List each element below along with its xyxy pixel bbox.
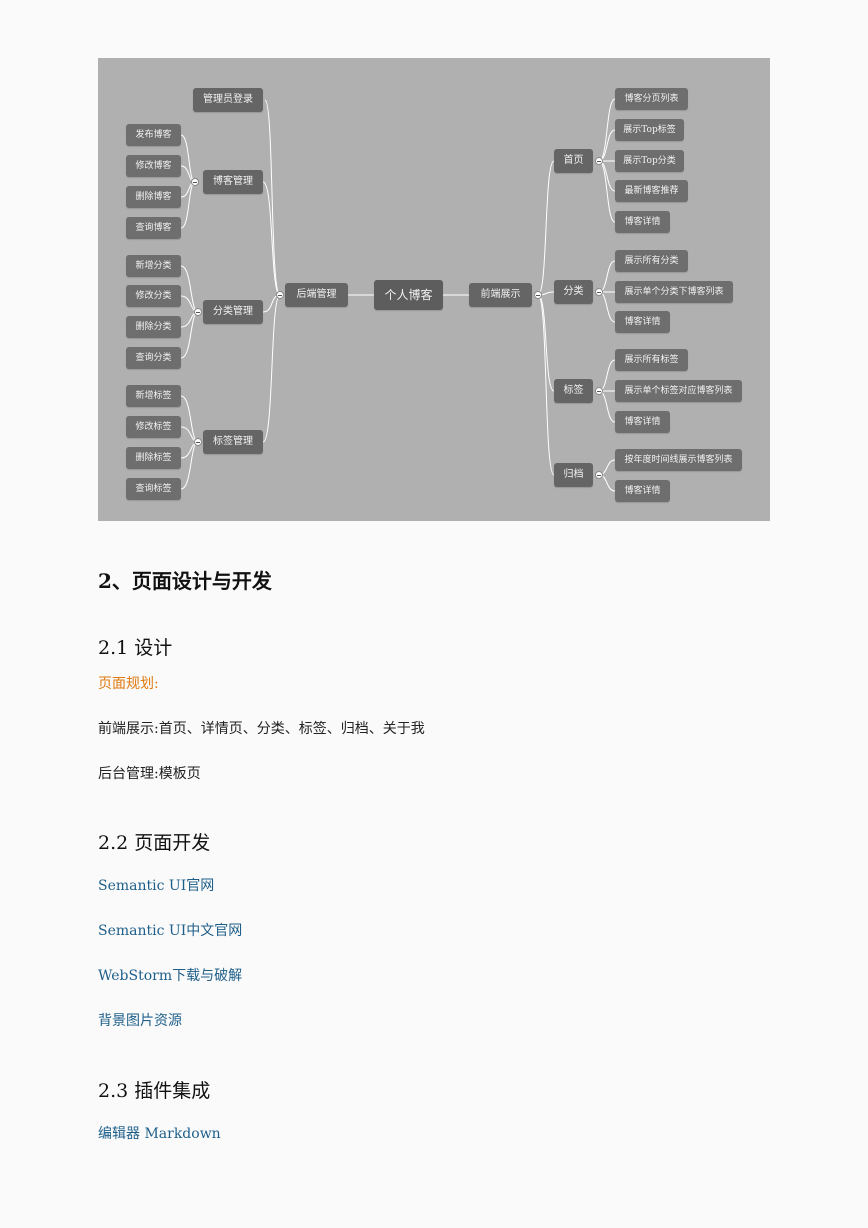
link-webstorm[interactable]: WebStorm下载与破解 [98,968,243,984]
subsection-heading-dev: 2.2 页面开发 [98,832,211,854]
mindmap-leaf-node: 展示Top分类 [615,150,684,172]
mindmap-leaf-node: 新增分类 [126,255,181,277]
mindmap-leaf-node: 博客详情 [615,211,670,233]
collapse-icon [194,308,202,316]
collapse-icon [595,387,603,395]
mindmap-leaf-node: 修改标签 [126,416,181,438]
mindmap-leaf-node: 查询标签 [126,478,181,500]
collapse-icon [595,471,603,479]
mindmap-leaf-node: 最新博客推荐 [615,180,688,202]
mindmap-leaf-node: 博客详情 [615,411,670,433]
mindmap-type-manage-node: 分类管理 [203,300,263,324]
collapse-icon [595,157,603,165]
mindmap-leaf-node: 展示单个标签对应博客列表 [615,380,742,402]
mindmap-leaf-node: 博客分页列表 [615,88,688,110]
link-semantic-ui-cn[interactable]: Semantic UI中文官网 [98,923,243,939]
mindmap-leaf-node: 展示所有标签 [615,349,688,371]
collapse-icon [276,291,284,299]
mindmap-frontend-node: 前端展示 [469,283,532,307]
mindmap-leaf-node: 展示所有分类 [615,250,688,272]
mindmap-types-node: 分类 [554,280,593,304]
subsection-heading-design: 2.1 设计 [98,637,173,659]
backend-pages-line: 后台管理:模板页 [98,766,201,782]
mindmap-tag-manage-node: 标签管理 [203,430,263,454]
mindmap-root-node: 个人博客 [374,280,443,310]
mind-map-diagram: 个人博客 后端管理 管理员登录 博客管理 发布博客 修改博客 删除博客 查询博客… [98,58,770,521]
mindmap-leaf-node: 删除博客 [126,186,181,208]
collapse-icon [194,438,202,446]
mindmap-leaf-node: 展示单个分类下博客列表 [615,281,733,303]
mindmap-leaf-node: 修改博客 [126,155,181,177]
mindmap-leaf-node: 展示Top标签 [615,119,684,141]
mindmap-archive-node: 归档 [554,463,593,487]
collapse-icon [534,291,542,299]
collapse-icon [595,288,603,296]
section-heading: 2、页面设计与开发 [98,569,272,593]
mindmap-leaf-node: 按年度时间线展示博客列表 [615,449,742,471]
mindmap-home-node: 首页 [554,149,593,173]
link-markdown-editor[interactable]: 编辑器 Markdown [98,1126,221,1142]
link-semantic-ui[interactable]: Semantic UI官网 [98,878,215,894]
mindmap-leaf-node: 删除分类 [126,316,181,338]
mindmap-leaf-node: 博客详情 [615,480,670,502]
mindmap-leaf-node: 删除标签 [126,447,181,469]
mindmap-leaf-node: 查询博客 [126,217,181,239]
link-background-images[interactable]: 背景图片资源 [98,1013,182,1029]
collapse-icon [191,178,199,186]
mindmap-tags-node: 标签 [554,379,593,403]
mindmap-leaf-node: 新增标签 [126,385,181,407]
mindmap-backend-node: 后端管理 [285,283,348,307]
mindmap-leaf-node: 修改分类 [126,285,181,307]
mindmap-leaf-node: 博客详情 [615,311,670,333]
mindmap-leaf-node: 发布博客 [126,124,181,146]
mindmap-leaf-node: 查询分类 [126,347,181,369]
page-plan-label: 页面规划: [98,676,159,692]
frontend-pages-line: 前端展示:首页、详情页、分类、标签、归档、关于我 [98,721,425,737]
mindmap-blog-manage-node: 博客管理 [203,170,263,194]
subsection-heading-plugins: 2.3 插件集成 [98,1080,211,1102]
mindmap-admin-login-node: 管理员登录 [193,88,263,112]
